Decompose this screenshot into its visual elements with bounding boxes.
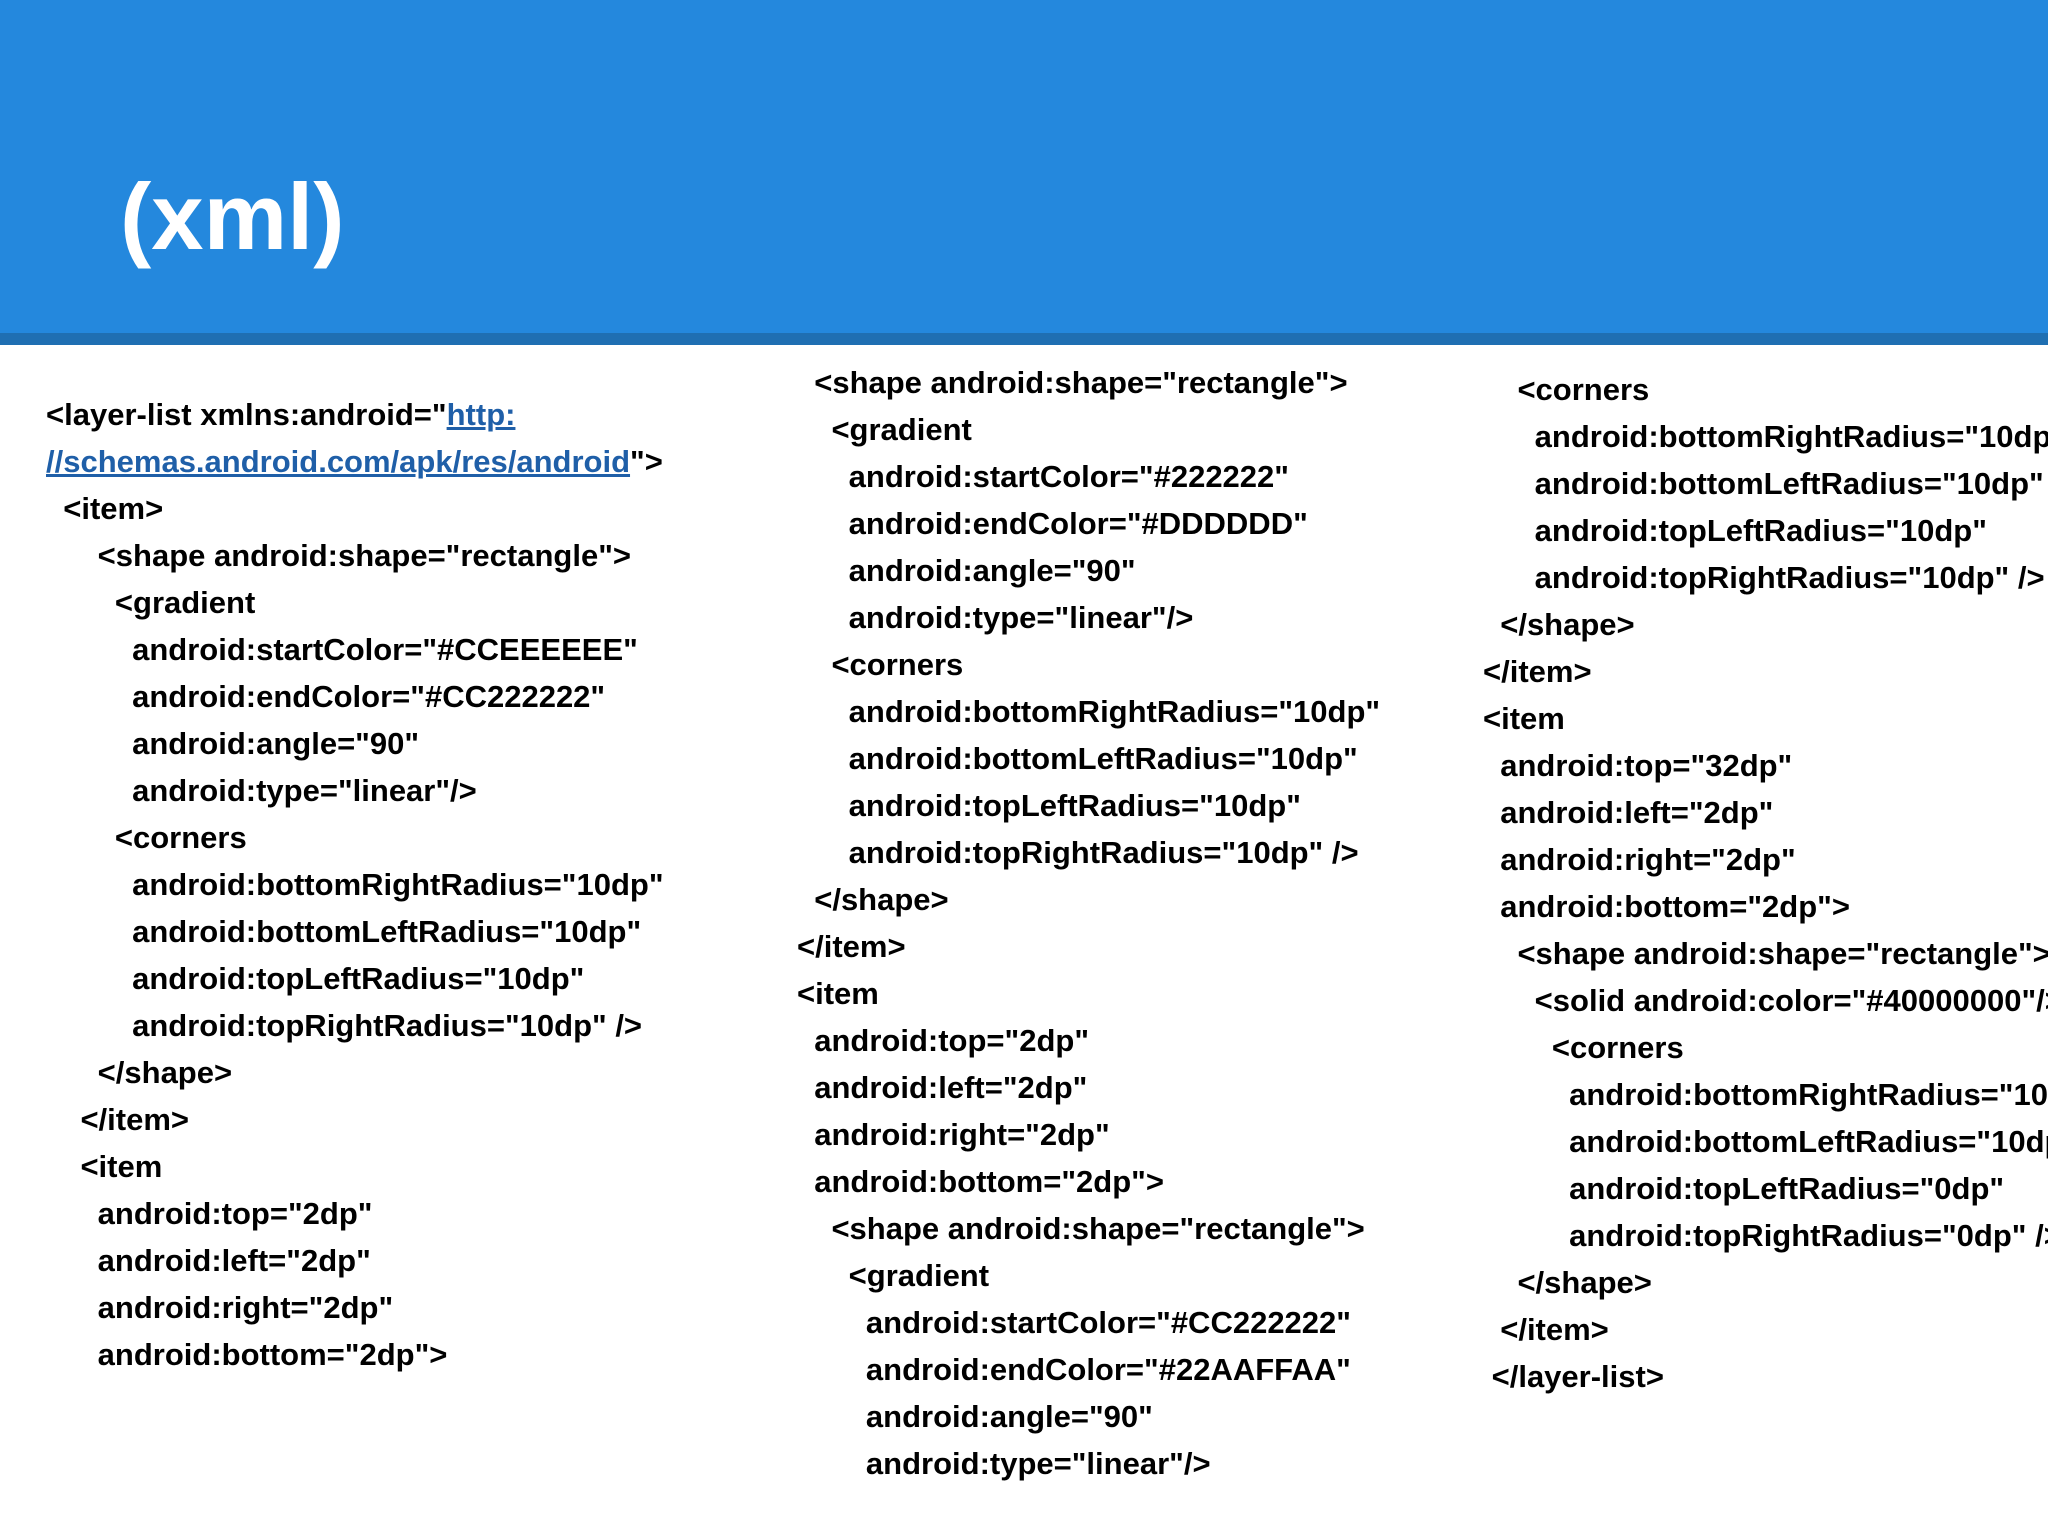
code-line: android:angle="90" [46, 726, 420, 761]
code-line: <item> [46, 491, 164, 526]
code-line: android:endColor="#DDDDDD" [797, 506, 1308, 541]
code-line: </shape> [797, 882, 949, 917]
code-lines: <corners android:bottomRightRadius="10dp… [1483, 366, 2048, 1400]
code-lines: <shape android:shape="rectangle"> <gradi… [797, 359, 1497, 1487]
code-line: </shape> [46, 1055, 233, 1090]
code-line: android:bottomLeftRadius="10dp" [1483, 466, 2044, 501]
code-line: <gradient [797, 412, 972, 447]
code-line: android:bottom="2dp"> [797, 1164, 1164, 1199]
code-line: <item [46, 1149, 163, 1184]
code-line: android:angle="90" [797, 553, 1136, 588]
code-line: android:startColor="#222222" [797, 459, 1289, 494]
code-line: <corners [797, 647, 964, 682]
code-line: android:bottomRightRadius="10dp" [797, 694, 1381, 729]
code-line: <corners [1483, 1030, 1684, 1065]
schema-link-part-1[interactable]: http: [446, 397, 516, 432]
code-line: android:topLeftRadius="10dp" [797, 788, 1301, 823]
code-line: android:right="2dp" [1483, 842, 1796, 877]
code-line: android:bottomRightRadius="10dp" [1483, 1077, 2048, 1112]
title-bar-divider [0, 333, 2048, 345]
code-line: <gradient [797, 1258, 990, 1293]
code-line: <shape android:shape="rectangle"> [797, 365, 1348, 400]
code-line: <solid android:color="#40000000"/> [1483, 983, 2048, 1018]
code-column-3: <corners android:bottomRightRadius="10dp… [1483, 366, 2048, 1400]
code-line: android:left="2dp" [1483, 795, 1774, 830]
code-line: android:topLeftRadius="10dp" [46, 961, 585, 996]
code-line: //schemas.android.com/apk/res/android"> [46, 438, 746, 485]
code-line: android:bottomLeftRadius="10dp" [46, 914, 642, 949]
code-line: <corners [46, 820, 247, 855]
code-line: </shape> [1483, 1265, 1652, 1300]
code-line: android:startColor="#CC222222" [797, 1305, 1351, 1340]
code-line: android:bottomLeftRadius="10dp" [1483, 1124, 2048, 1159]
code-line: android:endColor="#CC222222" [46, 679, 606, 714]
code-line: <item [797, 976, 879, 1011]
code-line: android:bottom="2dp"> [46, 1337, 448, 1372]
schema-link-part-2[interactable]: //schemas.android.com/apk/res/android [46, 444, 631, 479]
code-line: android:left="2dp" [797, 1070, 1088, 1105]
code-line: android:type="linear"/> [797, 600, 1194, 635]
code-line: android:type="linear"/> [797, 1446, 1211, 1481]
code-line: android:right="2dp" [797, 1117, 1110, 1152]
code-lines: <item> <shape android:shape="rectangle">… [46, 485, 746, 1378]
code-line: <shape android:shape="rectangle"> [797, 1211, 1365, 1246]
code-column-2: <shape android:shape="rectangle"> <gradi… [797, 359, 1497, 1487]
code-line: android:topRightRadius="10dp" /> [797, 835, 1359, 870]
slide-title: (xml) [120, 164, 345, 269]
code-line: </item> [46, 1102, 190, 1137]
title-bar: (xml) [0, 0, 2048, 333]
code-line: android:bottom="2dp"> [1483, 889, 1850, 924]
code-line: android:type="linear"/> [46, 773, 477, 808]
code-line: android:topLeftRadius="0dp" [1483, 1171, 2005, 1206]
code-line: <shape android:shape="rectangle"> [1483, 936, 2048, 971]
code-line: android:bottomRightRadius="10dp" [1483, 419, 2048, 454]
code-line: </item> [1483, 654, 1592, 689]
code-line: android:bottomLeftRadius="10dp" [797, 741, 1358, 776]
code-line: android:left="2dp" [46, 1243, 371, 1278]
code-line: </item> [797, 929, 906, 964]
code-line: <shape android:shape="rectangle"> [46, 538, 632, 573]
code-line: <gradient [46, 585, 256, 620]
code-line: android:topRightRadius="0dp" /> [1483, 1218, 2048, 1253]
code-line: android:top="2dp" [46, 1196, 373, 1231]
code-line: android:topRightRadius="10dp" /> [1483, 560, 2045, 595]
code-text: <layer-list xmlns:android=" [46, 397, 447, 432]
code-line: <corners [1483, 372, 1650, 407]
code-column-1: <layer-list xmlns:android="http: //schem… [46, 391, 746, 1378]
code-line: android:bottomRightRadius="10dp" [46, 867, 664, 902]
code-line: </shape> [1483, 607, 1635, 642]
code-line: android:angle="90" [797, 1399, 1153, 1434]
code-line: android:right="2dp" [46, 1290, 394, 1325]
code-line: android:top="2dp" [797, 1023, 1090, 1058]
code-line: </layer-list> [1483, 1359, 1664, 1394]
code-line: <layer-list xmlns:android="http: [46, 391, 746, 438]
code-line: android:topLeftRadius="10dp" [1483, 513, 1987, 548]
code-text: "> [630, 444, 663, 479]
code-line: android:startColor="#CCEEEEEE" [46, 632, 638, 667]
code-line: android:top="32dp" [1483, 748, 1793, 783]
code-line: android:endColor="#22AAFFAA" [797, 1352, 1351, 1387]
code-line: android:topRightRadius="10dp" /> [46, 1008, 643, 1043]
code-line: </item> [1483, 1312, 1609, 1347]
code-line: <item [1483, 701, 1565, 736]
